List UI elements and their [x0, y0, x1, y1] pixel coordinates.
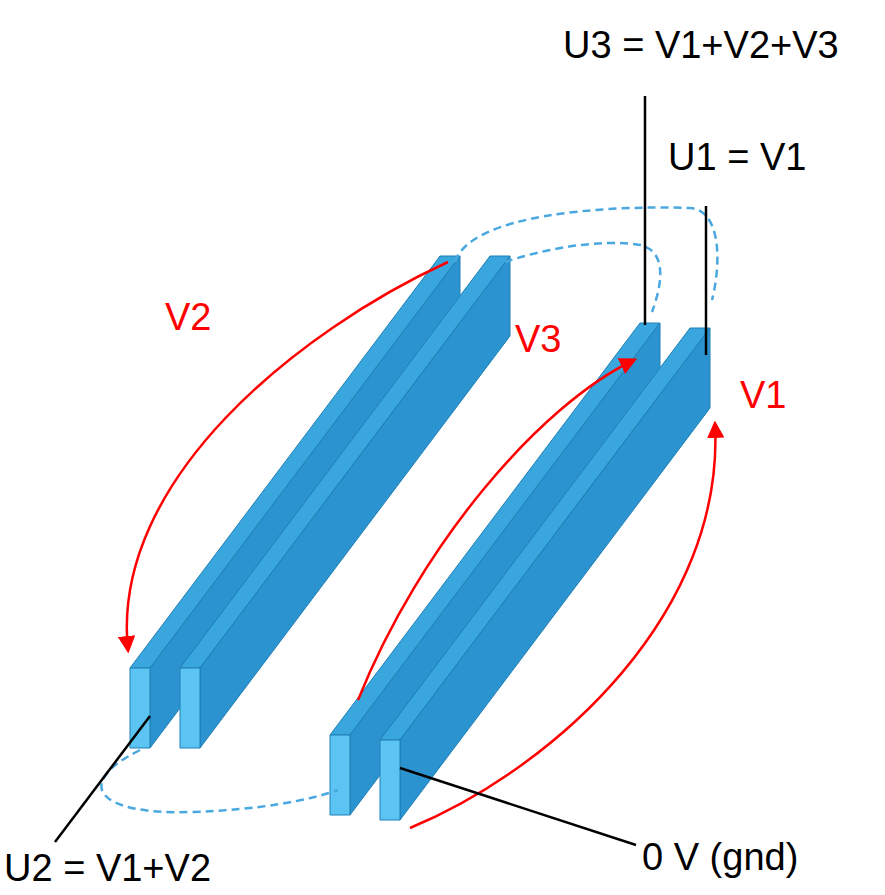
bar-face — [180, 668, 200, 748]
dashed-wire — [101, 750, 338, 812]
voltage-arrows — [127, 262, 716, 828]
ground-label: 0 V (gnd) — [642, 836, 798, 880]
dashed-wires — [101, 208, 717, 813]
leader-line — [644, 96, 647, 325]
bar-face — [400, 328, 710, 820]
dashed-wire — [505, 243, 660, 312]
leader-line — [705, 206, 708, 355]
voltage-symbol: V2 — [165, 296, 211, 340]
voltage-arrow — [127, 262, 448, 650]
voltage-label: U2 = V1+V2 — [4, 847, 211, 891]
voltage-arrow — [410, 424, 715, 828]
voltage-symbol: V3 — [515, 318, 561, 362]
voltage-arrow — [358, 360, 634, 700]
bar-face — [330, 735, 350, 815]
bar-face — [130, 668, 150, 748]
voltage-label: U3 = V1+V2+V3 — [563, 24, 839, 68]
voltage-label: U1 = V1 — [668, 136, 806, 180]
electrode-bars — [130, 256, 710, 820]
dashed-wire — [455, 208, 717, 300]
bar-face — [380, 740, 400, 820]
leader-lines — [55, 96, 706, 845]
leader-line — [400, 768, 636, 845]
voltage-symbol: V1 — [740, 374, 786, 418]
bar-face — [380, 328, 710, 740]
leader-line — [55, 716, 150, 842]
